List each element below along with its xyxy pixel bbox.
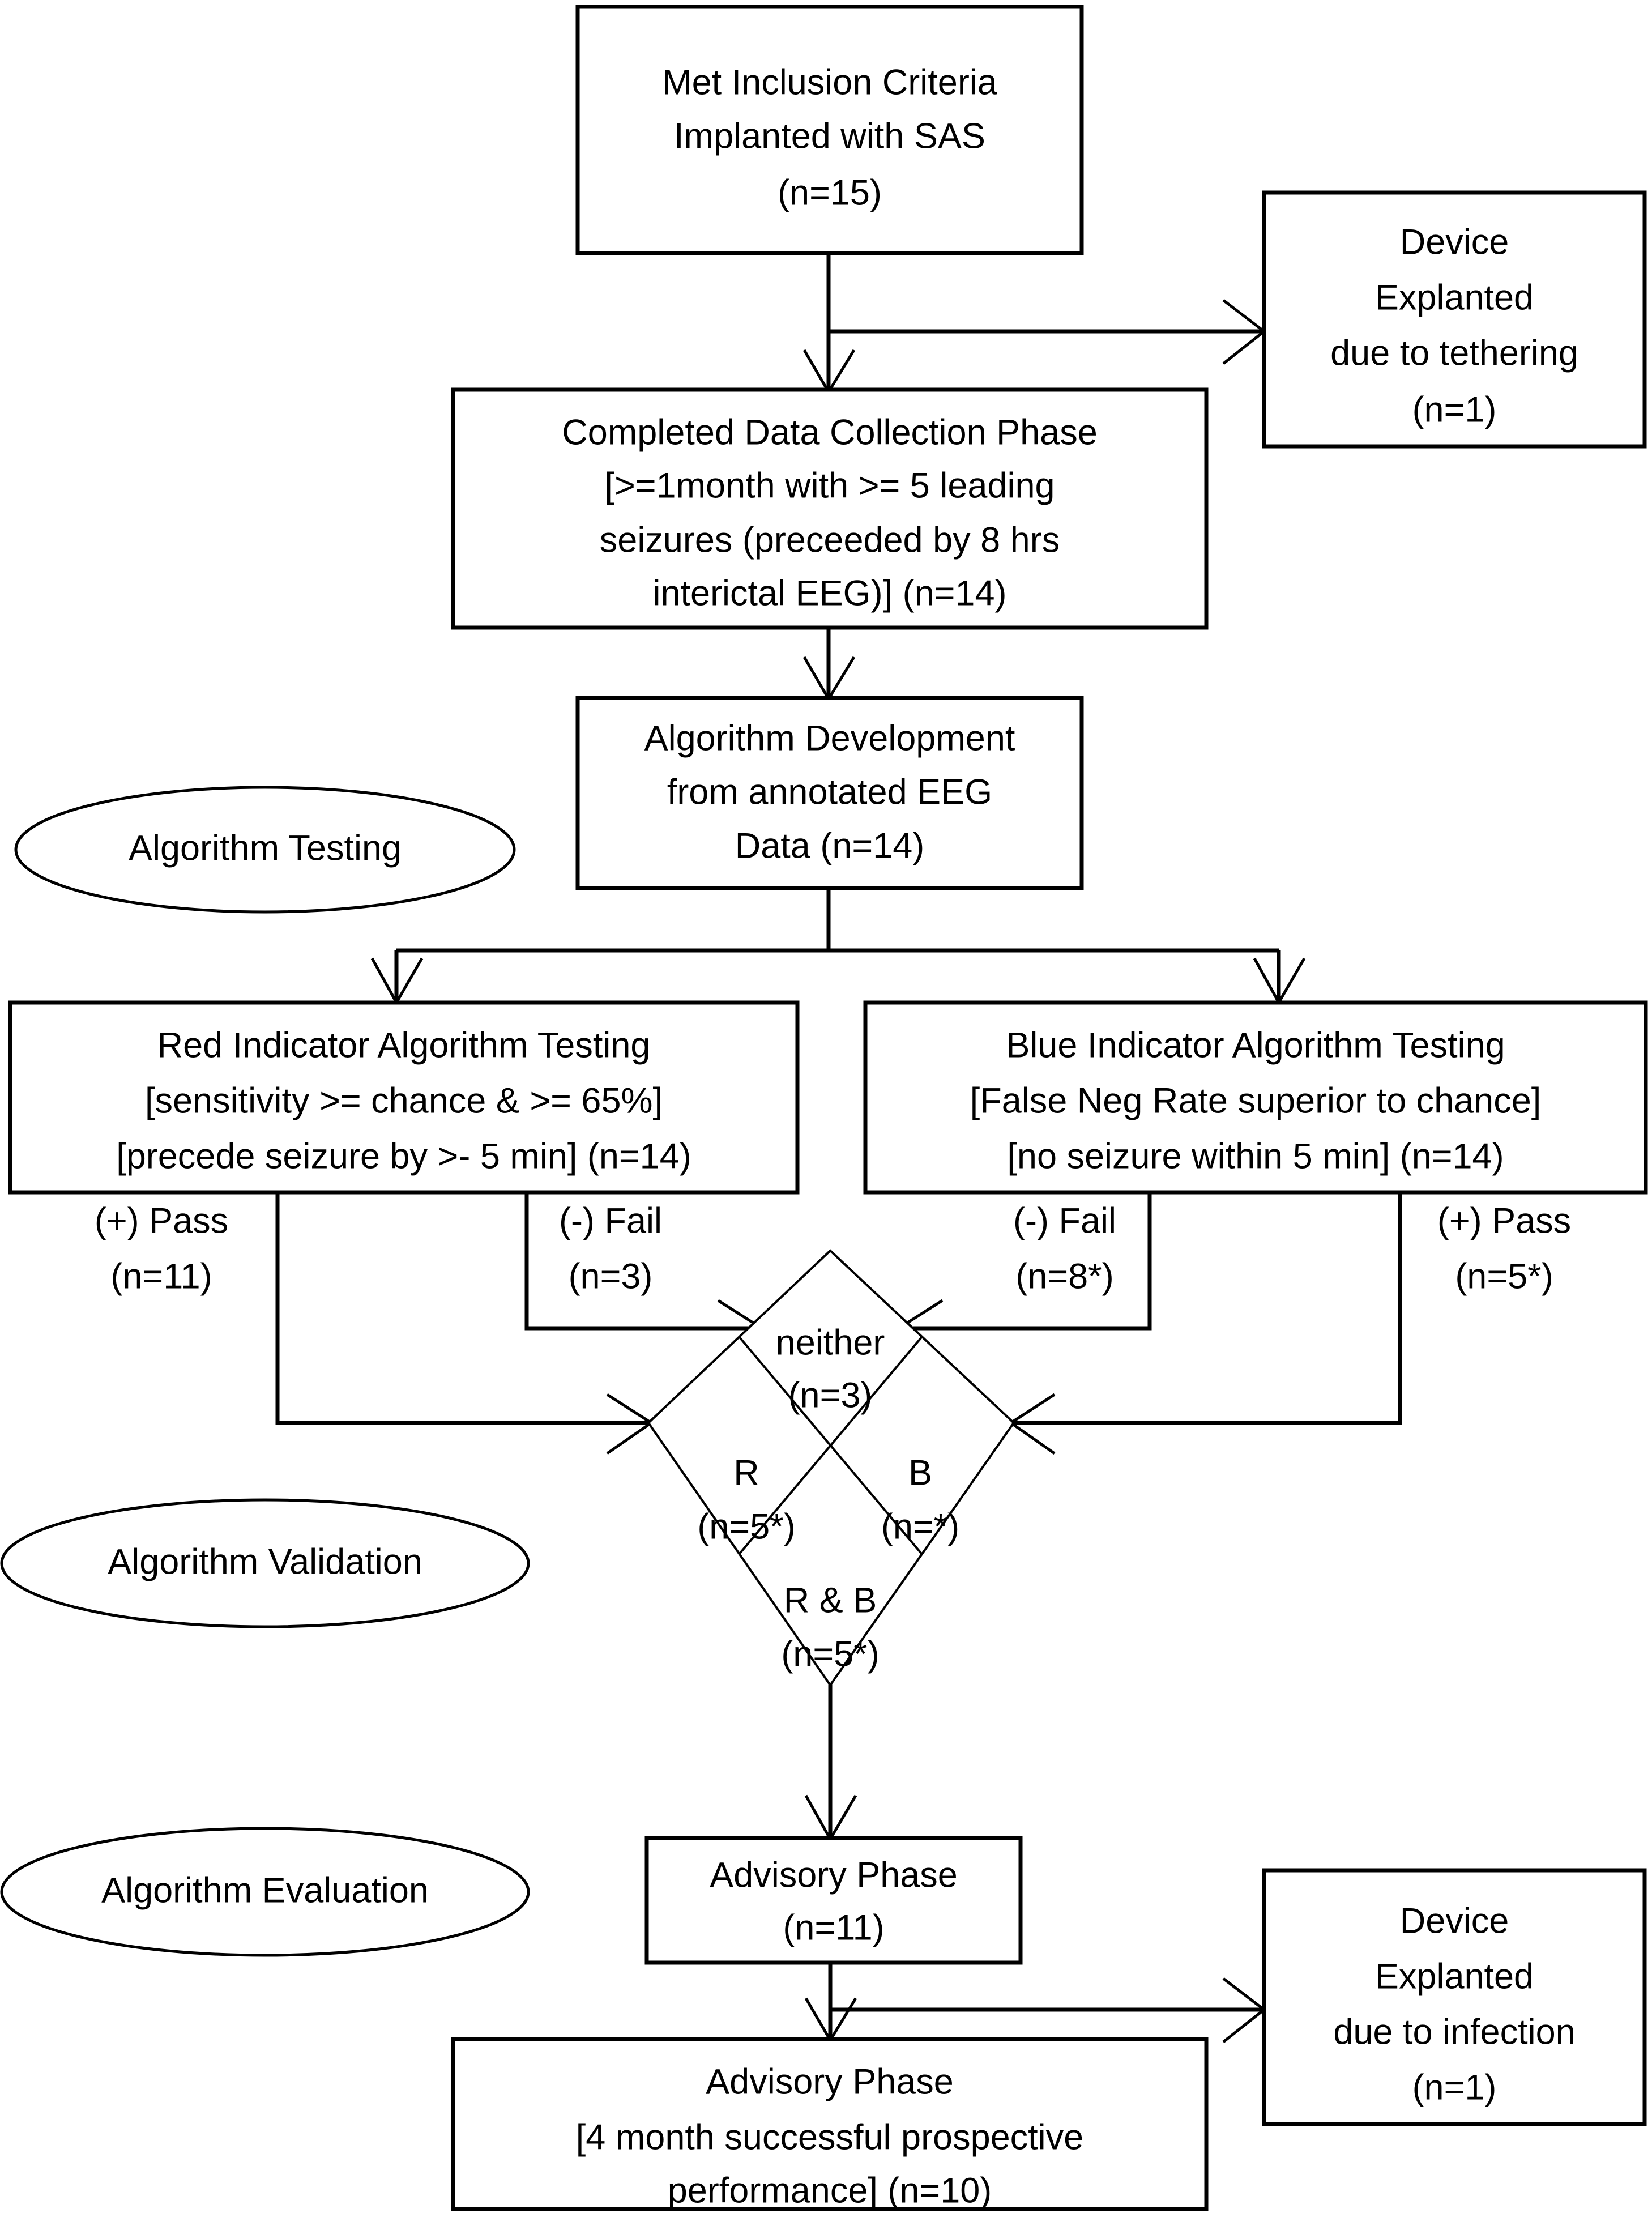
advisory-final-line-2: [4 month successful prospective bbox=[576, 2118, 1083, 2157]
development-line-1: Algorithm Development bbox=[644, 719, 1015, 758]
diamond-bottom-line-1: R & B bbox=[784, 1581, 877, 1621]
advisory-phase-line-2: (n=11) bbox=[783, 1908, 884, 1948]
diamond-divider-2 bbox=[738, 1336, 923, 1555]
node-device-explanted-infection: Device Explanted due to infection (n=1) bbox=[1262, 1868, 1647, 2126]
node-algorithm-development: Algorithm Development from annotated EEG… bbox=[575, 696, 1084, 890]
node-advisory-phase-final: Advisory Phase [4 month successful prosp… bbox=[451, 2037, 1209, 2211]
diamond-top-line-1: neither bbox=[776, 1323, 885, 1363]
node-phase-algorithm-evaluation: Algorithm Evaluation bbox=[0, 1827, 530, 1957]
node-device-explanted-tethering: Device Explanted due to tethering (n=1) bbox=[1262, 190, 1647, 449]
edge-label-red-pass: (+) Pass (n=11) bbox=[95, 1201, 228, 1297]
red-fail-line-1: (-) Fail bbox=[559, 1201, 662, 1241]
explant-tethering-line-4: (n=1) bbox=[1412, 390, 1497, 430]
node-phase-algorithm-testing: Algorithm Testing bbox=[14, 786, 516, 914]
red-pass-line-1: (+) Pass bbox=[95, 1201, 228, 1241]
diamond-right-line-2: (n=*) bbox=[881, 1507, 959, 1547]
diamond-bottom-line-2: (n=5*) bbox=[781, 1635, 879, 1674]
advisory-final-line-1: Advisory Phase bbox=[706, 2062, 954, 2102]
edge-label-blue-pass: (+) Pass (n=5*) bbox=[1437, 1201, 1571, 1297]
edge-label-red-fail: (-) Fail (n=3) bbox=[559, 1201, 662, 1297]
edge-label-blue-fail: (-) Fail (n=8*) bbox=[1013, 1201, 1116, 1297]
explant-infection-line-4: (n=1) bbox=[1412, 2068, 1497, 2108]
red-indicator-line-2: [sensitivity >= chance & >= 65%] bbox=[145, 1081, 663, 1121]
explant-tethering-line-2: Explanted bbox=[1375, 278, 1534, 318]
blue-pass-line-1: (+) Pass bbox=[1437, 1201, 1571, 1241]
collection-line-1: Completed Data Collection Phase bbox=[562, 413, 1098, 453]
red-pass-line-2: (n=11) bbox=[110, 1257, 212, 1297]
diamond-left-line-2: (n=5*) bbox=[697, 1507, 795, 1547]
node-met-inclusion-criteria: Met Inclusion Criteria Implanted with SA… bbox=[575, 5, 1084, 255]
met-inclusion-line-1: Met Inclusion Criteria bbox=[662, 63, 998, 103]
explant-tethering-line-1: Device bbox=[1400, 223, 1509, 262]
collection-line-3: seizures (preceeded by 8 hrs bbox=[600, 521, 1060, 560]
node-phase-algorithm-validation: Algorithm Validation bbox=[0, 1498, 530, 1628]
development-line-2: from annotated EEG bbox=[667, 773, 992, 812]
collection-line-4: interictal EEG)] (n=14) bbox=[653, 574, 1007, 613]
red-indicator-line-3: [precede seizure by >- 5 min] (n=14) bbox=[116, 1137, 691, 1176]
node-blue-indicator-testing: Blue Indicator Algorithm Testing [False … bbox=[863, 1000, 1648, 1195]
collection-line-2: [>=1month with >= 5 leading bbox=[604, 466, 1055, 506]
diamond-top-line-2: (n=3) bbox=[788, 1376, 873, 1415]
node-advisory-phase: Advisory Phase (n=11) bbox=[644, 1836, 1023, 1965]
node-red-indicator-testing: Red Indicator Algorithm Testing [sensiti… bbox=[8, 1000, 800, 1195]
met-inclusion-line-3: (n=15) bbox=[778, 173, 882, 213]
phase-algorithm-validation-label: Algorithm Validation bbox=[108, 1542, 422, 1582]
edge-blue-pass-to-diamond bbox=[1014, 1192, 1402, 1425]
phase-algorithm-testing-label: Algorithm Testing bbox=[129, 829, 402, 868]
blue-fail-line-2: (n=8*) bbox=[1015, 1257, 1113, 1297]
diamond-right-line-1: B bbox=[908, 1453, 932, 1493]
node-completed-data-collection: Completed Data Collection Phase [>=1mont… bbox=[451, 387, 1209, 630]
red-indicator-line-1: Red Indicator Algorithm Testing bbox=[157, 1026, 651, 1065]
blue-pass-line-2: (n=5*) bbox=[1455, 1257, 1553, 1297]
node-diamond-validation-outcomes: neither (n=3) R (n=5*) B (n=*) R & B (n=… bbox=[647, 1249, 1015, 1687]
explant-tethering-line-3: due to tethering bbox=[1330, 334, 1578, 373]
explant-infection-line-2: Explanted bbox=[1375, 1957, 1534, 1997]
blue-indicator-line-3: [no seizure within 5 min] (n=14) bbox=[1007, 1137, 1504, 1176]
met-inclusion-line-2: Implanted with SAS bbox=[674, 117, 985, 156]
development-line-3: Data (n=14) bbox=[735, 826, 924, 866]
blue-indicator-line-1: Blue Indicator Algorithm Testing bbox=[1006, 1026, 1505, 1065]
edge-blue-fail-to-diamond bbox=[902, 1192, 1152, 1331]
advisory-phase-line-1: Advisory Phase bbox=[710, 1856, 958, 1895]
blue-fail-line-1: (-) Fail bbox=[1013, 1201, 1116, 1241]
red-fail-line-2: (n=3) bbox=[569, 1257, 653, 1297]
edge-red-pass-to-diamond bbox=[275, 1192, 648, 1425]
phase-algorithm-evaluation-label: Algorithm Evaluation bbox=[101, 1871, 429, 1911]
advisory-final-line-3: performance] (n=10) bbox=[668, 2171, 992, 2211]
edge-red-fail-to-diamond bbox=[524, 1192, 759, 1331]
explant-infection-line-1: Device bbox=[1400, 1901, 1509, 1941]
explant-infection-line-3: due to infection bbox=[1333, 2012, 1575, 2052]
diamond-left-line-1: R bbox=[733, 1453, 759, 1493]
blue-indicator-line-2: [False Neg Rate superior to chance] bbox=[970, 1081, 1542, 1121]
